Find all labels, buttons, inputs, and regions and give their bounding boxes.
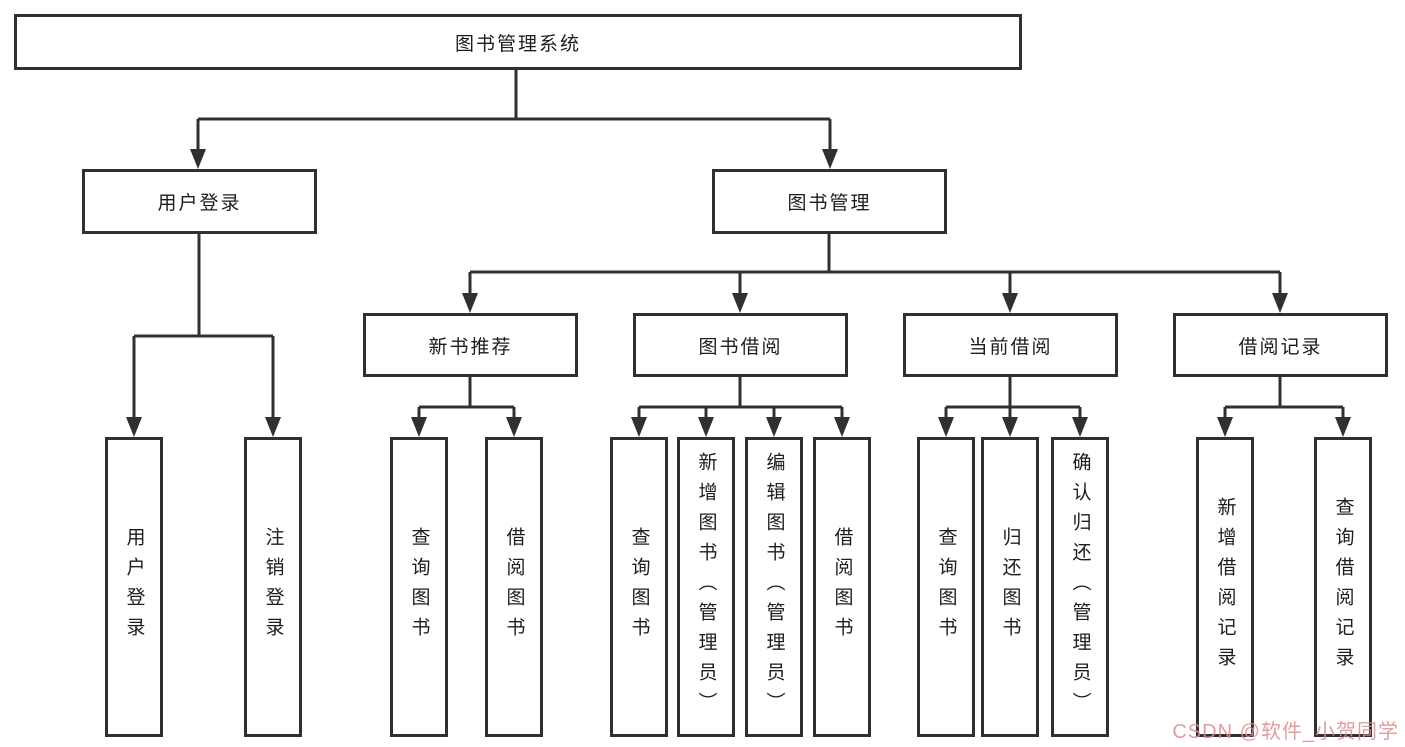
connector-book-borrow-to-leaves bbox=[637, 377, 844, 423]
node-book-management: 图书管理 bbox=[712, 169, 947, 234]
connector-current-borrow-to-leaves bbox=[944, 377, 1082, 423]
leaf-edit-books-admin: 编辑图书（管理员） bbox=[745, 437, 803, 737]
node-label: 查询借阅记录 bbox=[1332, 497, 1354, 677]
node-current-borrowing: 当前借阅 bbox=[903, 313, 1118, 377]
connector-book-mgmt-to-level3 bbox=[468, 234, 1282, 297]
node-label: 用户登录 bbox=[157, 193, 242, 214]
node-label: 查询图书 bbox=[935, 527, 957, 647]
leaf-logout: 注销登录 bbox=[244, 437, 302, 737]
node-label: 图书管理系统 bbox=[454, 33, 581, 55]
connector-root-to-level2 bbox=[196, 70, 832, 153]
node-library-management-system: 图书管理系统 bbox=[14, 14, 1022, 70]
node-label: 查询图书 bbox=[628, 527, 650, 647]
leaf-add-borrow-record: 新增借阅记录 bbox=[1196, 437, 1254, 737]
leaf-borrow-books-recommend: 借阅图书 bbox=[485, 437, 543, 737]
node-book-borrowing: 图书借阅 bbox=[633, 313, 848, 377]
leaf-return-books: 归还图书 bbox=[981, 437, 1039, 737]
connector-borrow-records-to-leaves bbox=[1223, 377, 1345, 423]
node-label: 图书管理 bbox=[787, 193, 872, 214]
leaf-query-books-recommend: 查询图书 bbox=[390, 437, 448, 737]
node-new-book-recommend: 新书推荐 bbox=[363, 313, 578, 377]
node-label: 借阅记录 bbox=[1238, 336, 1323, 358]
node-label: 查询图书 bbox=[408, 527, 430, 647]
node-label: 借阅图书 bbox=[503, 527, 525, 647]
leaf-user-login: 用户登录 bbox=[105, 437, 163, 737]
node-label: 归还图书 bbox=[999, 527, 1021, 647]
node-label: 当前借阅 bbox=[968, 336, 1053, 358]
leaf-add-books-admin: 新增图书（管理员） bbox=[677, 437, 735, 737]
node-label: 借阅图书 bbox=[831, 527, 853, 647]
node-label: 图书借阅 bbox=[698, 336, 783, 358]
leaf-query-books-current: 查询图书 bbox=[917, 437, 975, 737]
leaf-query-borrow-record: 查询借阅记录 bbox=[1314, 437, 1372, 737]
node-label: 用户登录 bbox=[123, 527, 145, 647]
connector-user-login-to-leaves bbox=[132, 234, 275, 421]
leaf-borrow-books: 借阅图书 bbox=[813, 437, 871, 737]
node-label: 编辑图书（管理员） bbox=[763, 452, 785, 722]
node-label: 确认归还（管理员） bbox=[1069, 452, 1091, 722]
node-borrow-records: 借阅记录 bbox=[1173, 313, 1388, 377]
leaf-confirm-return-admin: 确认归还（管理员） bbox=[1051, 437, 1109, 737]
node-label: 注销登录 bbox=[262, 527, 284, 647]
node-user-login: 用户登录 bbox=[82, 169, 317, 234]
node-label: 新增借阅记录 bbox=[1214, 497, 1236, 677]
node-label: 新书推荐 bbox=[428, 336, 513, 358]
node-label: 新增图书（管理员） bbox=[695, 452, 717, 722]
arrowheads bbox=[126, 149, 1351, 437]
leaf-query-books-borrowing: 查询图书 bbox=[610, 437, 668, 737]
connector-new-book-to-leaves bbox=[417, 377, 516, 423]
